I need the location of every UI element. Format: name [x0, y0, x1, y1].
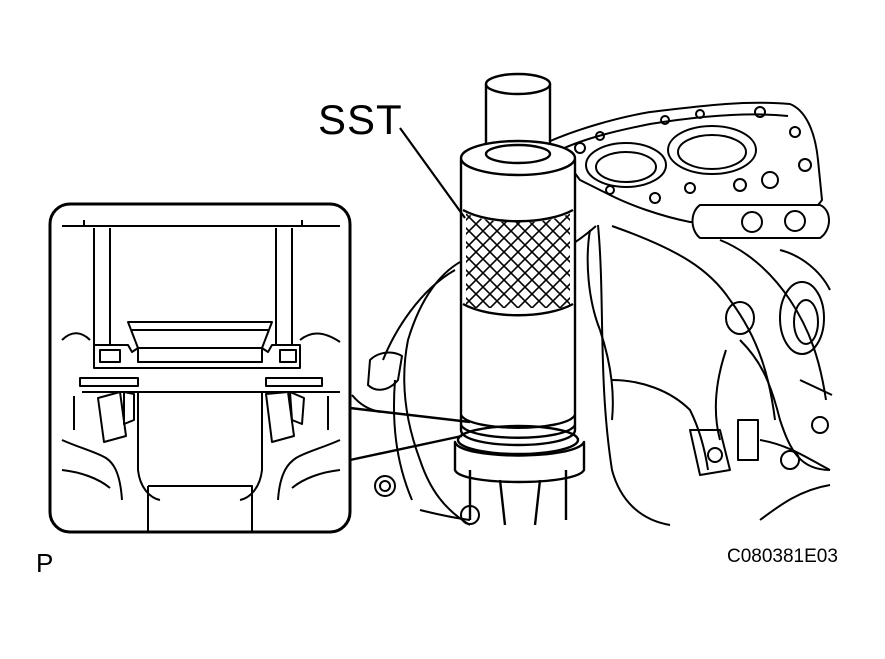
detail-callout-lines: [349, 406, 471, 462]
sst-leader-line: [399, 127, 466, 219]
sst-label: SST: [318, 96, 403, 143]
transaxle-case: [351, 101, 833, 526]
detail-inset: [48, 202, 352, 534]
sst-tool: [453, 72, 586, 526]
view-letter: P: [36, 548, 54, 578]
figure-code: C080381E03: [727, 546, 838, 567]
